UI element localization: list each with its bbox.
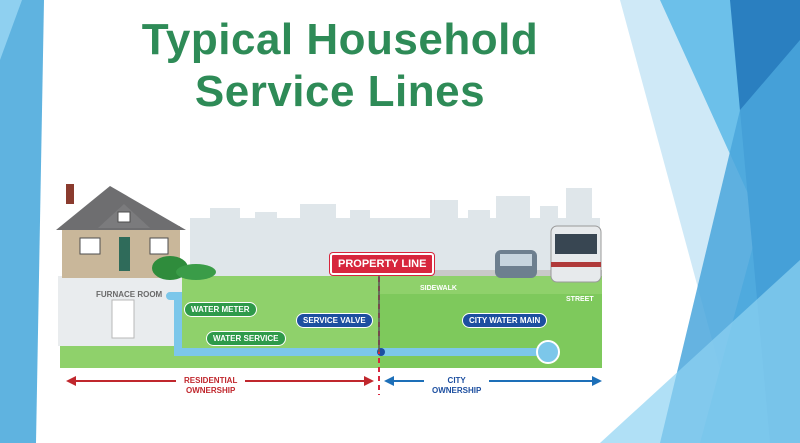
- bottom-right-triangle: [600, 260, 800, 443]
- bus-stripe: [551, 262, 601, 267]
- bush: [176, 264, 216, 280]
- city-arrow-head-right: [592, 376, 602, 386]
- water-service-pipe: [166, 292, 549, 356]
- city-line-2: OWNERSHIP: [432, 386, 482, 395]
- water-meter-label: WATER METER: [184, 302, 257, 317]
- page-title: Typical Household Service Lines: [60, 14, 620, 118]
- city-line-1: CITY: [447, 376, 466, 385]
- residential-ownership-label: RESIDENTIAL OWNERSHIP: [176, 375, 246, 397]
- title-line-2: Service Lines: [194, 67, 486, 116]
- left-blue-bar: [0, 0, 44, 443]
- title-line-1: Typical Household: [141, 15, 539, 64]
- chimney: [66, 184, 74, 204]
- basement-door: [111, 299, 135, 339]
- service-valve-label: SERVICE VALVE: [296, 313, 373, 328]
- city-water-main-pipe: [536, 340, 560, 364]
- residential-line-1: RESIDENTIAL: [184, 376, 238, 385]
- left-accent-triangle: [0, 0, 22, 60]
- residential-line-2: OWNERSHIP: [186, 386, 236, 395]
- property-line-label: PROPERTY LINE: [330, 253, 435, 275]
- residential-arrow-head-left: [66, 376, 76, 386]
- left-window: [79, 237, 101, 255]
- front-door: [119, 237, 130, 271]
- street-label: STREET: [566, 296, 594, 303]
- ground-right: [380, 294, 602, 368]
- city-arrow-head-left: [384, 376, 394, 386]
- furnace-room-label: FURNACE ROOM: [96, 290, 163, 299]
- residential-arrow-head-right: [364, 376, 374, 386]
- city-water-main-label: CITY WATER MAIN: [462, 313, 548, 328]
- gable-window: [117, 211, 131, 223]
- bus-windshield: [555, 234, 597, 254]
- city-ownership-label: CITY OWNERSHIP: [424, 375, 490, 397]
- water-service-label: WATER SERVICE: [206, 331, 286, 346]
- sidewalk-label: SIDEWALK: [420, 285, 457, 292]
- car-windshield: [500, 254, 532, 266]
- right-window: [149, 237, 169, 255]
